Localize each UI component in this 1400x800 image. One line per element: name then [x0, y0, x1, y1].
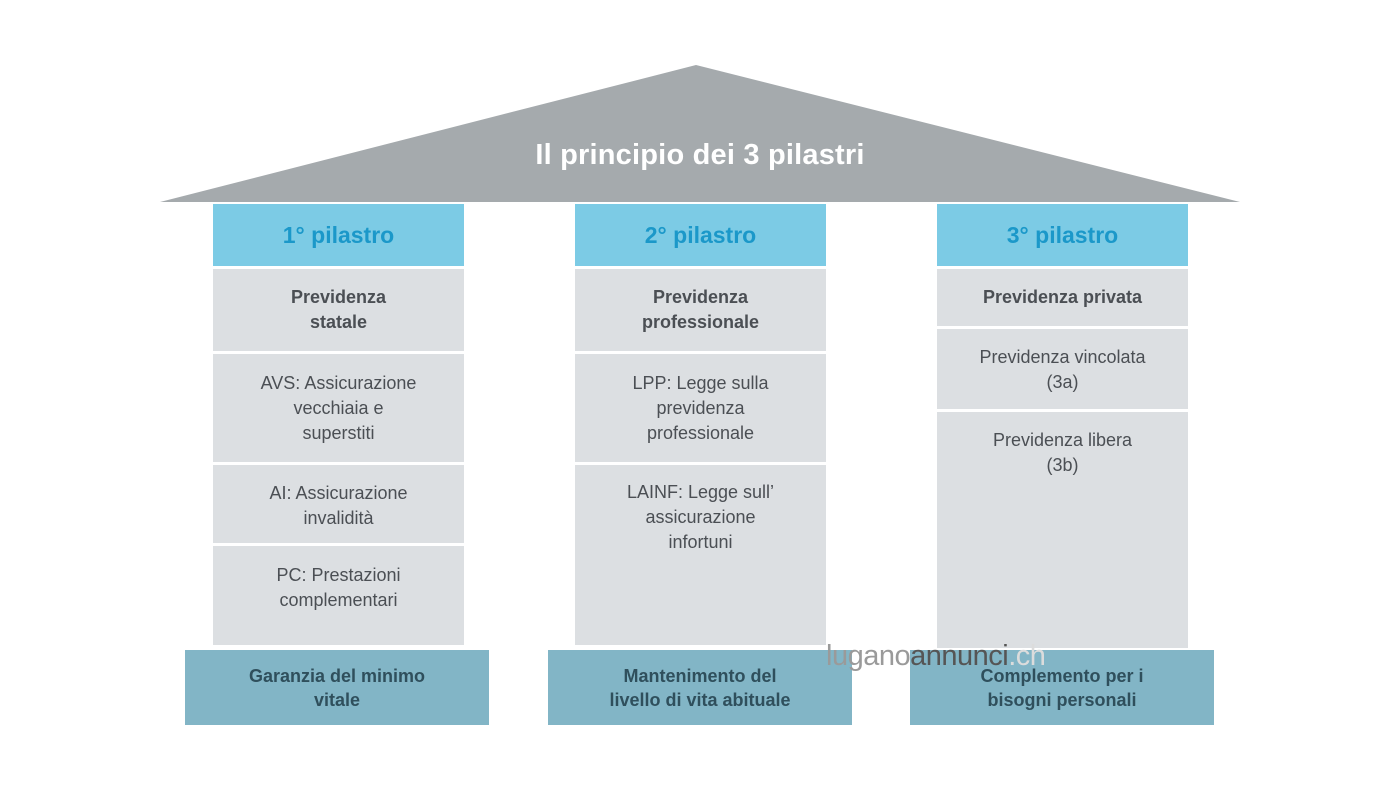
pillar-1-item-pc: PC: Prestazioni complementari — [213, 546, 464, 645]
pillar-2-item-lainf: LAINF: Legge sull’ assicurazione infortu… — [575, 465, 826, 645]
pillar-2-item-lpp: LPP: Legge sulla previdenza professional… — [575, 354, 826, 462]
roof-shape — [160, 65, 1240, 202]
pillar-1-subtitle: Previdenza statale — [213, 269, 464, 351]
pillar-1-base: Garanzia del minimo vitale — [185, 650, 489, 725]
pillar-1-item-avs: AVS: Assicurazione vecchiaia e superstit… — [213, 354, 464, 462]
pillar-3: 3° pilastro Previdenza privata Previdenz… — [937, 204, 1188, 648]
pillar-3-item-3b: Previdenza libera (3b) — [937, 412, 1188, 648]
pillar-2: 2° pilastro Previdenza professionale LPP… — [575, 204, 826, 645]
roof: Il principio dei 3 pilastri — [160, 65, 1240, 202]
pillar-3-subtitle: Previdenza privata — [937, 269, 1188, 326]
pillar-1-header: 1° pilastro — [213, 204, 464, 266]
pillar-1: 1° pilastro Previdenza statale AVS: Assi… — [213, 204, 464, 645]
pillar-2-base: Mantenimento del livello di vita abitual… — [548, 650, 852, 725]
diagram-title: Il principio dei 3 pilastri — [535, 139, 865, 171]
pillar-1-item-ai: AI: Assicurazione invalidità — [213, 465, 464, 543]
watermark-part-ch: .ch — [1008, 640, 1046, 672]
pillar-3-header: 3° pilastro — [937, 204, 1188, 266]
pillar-2-header: 2° pilastro — [575, 204, 826, 266]
pillar-2-subtitle: Previdenza professionale — [575, 269, 826, 351]
watermark: luganoannunci.ch — [826, 640, 1046, 673]
pillar-3-item-3a: Previdenza vincolata (3a) — [937, 329, 1188, 409]
pillar-3-base: Complemento per i bisogni personali — [910, 650, 1214, 725]
watermark-part-lugano: lugano — [826, 640, 911, 672]
watermark-part-annunci: annunci — [910, 640, 1009, 672]
